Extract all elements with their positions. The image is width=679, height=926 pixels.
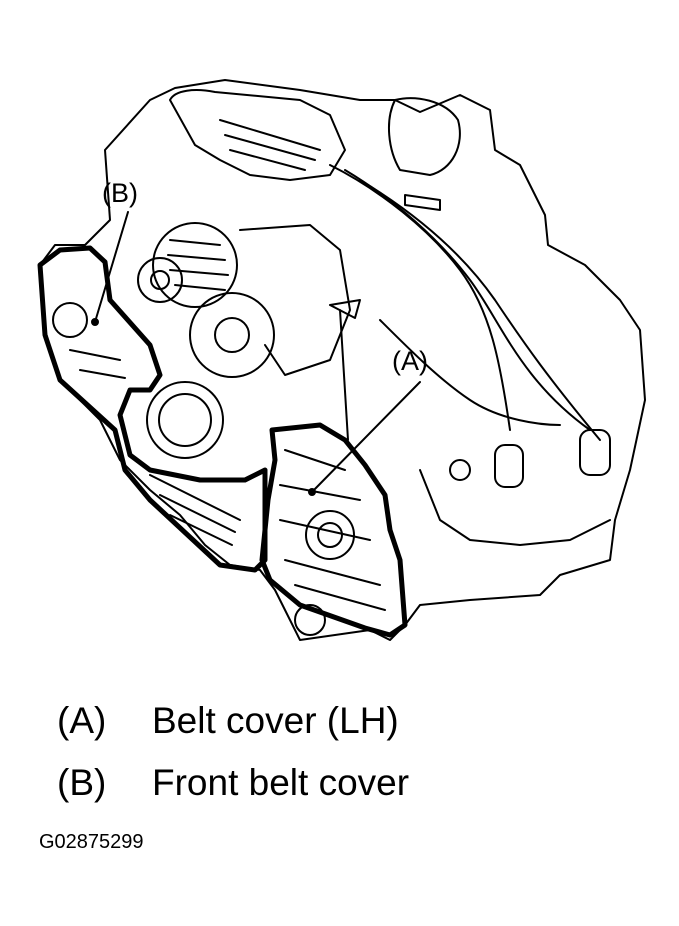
legend-row-a: (A) Belt cover (LH) — [57, 702, 399, 739]
sensor-cap — [404, 194, 441, 211]
front-belt-cover — [37, 245, 268, 573]
ac-compressor-hub — [214, 317, 250, 353]
engine-illustration — [37, 79, 646, 641]
alternator-body — [152, 222, 238, 308]
belt-cover-lh-ribs — [279, 449, 386, 611]
legend-label-b: Front belt cover — [152, 762, 410, 803]
ac-compressor-body — [239, 224, 351, 376]
belt-cover-lh-boss — [305, 510, 355, 560]
front-belt-cover-ribs — [69, 349, 241, 546]
leader-line-a — [311, 381, 421, 493]
intake-manifold — [169, 89, 346, 181]
crank-pulley — [146, 381, 224, 459]
bolt-head — [449, 459, 471, 481]
intake-runner — [219, 119, 321, 171]
spark-plug-wire — [359, 179, 601, 441]
belt-cover-lh — [259, 422, 408, 638]
legend-label-a: Belt cover (LH) — [152, 700, 399, 741]
spark-plug-boot — [579, 429, 611, 476]
spark-plug-boot — [494, 444, 524, 488]
alternator-pulley — [137, 257, 183, 303]
spark-plug-wire — [329, 164, 511, 431]
legend-row-b: (B) Front belt cover — [57, 764, 409, 801]
dipstick-tube — [329, 299, 361, 441]
spark-plug-wire — [379, 319, 561, 426]
legend-key-a: (A) — [57, 700, 107, 741]
spark-plug-wire — [344, 169, 591, 431]
bolt-head — [294, 604, 326, 636]
leader-dot-b — [91, 318, 99, 326]
front-belt-cover-boss — [52, 302, 88, 338]
ac-compressor-pulley — [189, 292, 275, 378]
throttle-body — [388, 97, 461, 176]
leader-dot-a — [308, 488, 316, 496]
belt-cover-lh-boss-inner — [317, 522, 343, 548]
crank-pulley-inner — [158, 393, 212, 447]
callout-label-a: (A) — [392, 346, 428, 376]
legend-key-b: (B) — [57, 762, 107, 803]
engine-block-outline — [39, 79, 646, 641]
callout-label-b: (B) — [102, 178, 138, 208]
alternator-pulley-hub — [150, 270, 170, 290]
alternator-fins — [167, 239, 229, 291]
cylinder-head-right — [419, 469, 611, 546]
figure-id: G02875299 — [39, 831, 144, 853]
leader-line-b — [94, 211, 129, 323]
